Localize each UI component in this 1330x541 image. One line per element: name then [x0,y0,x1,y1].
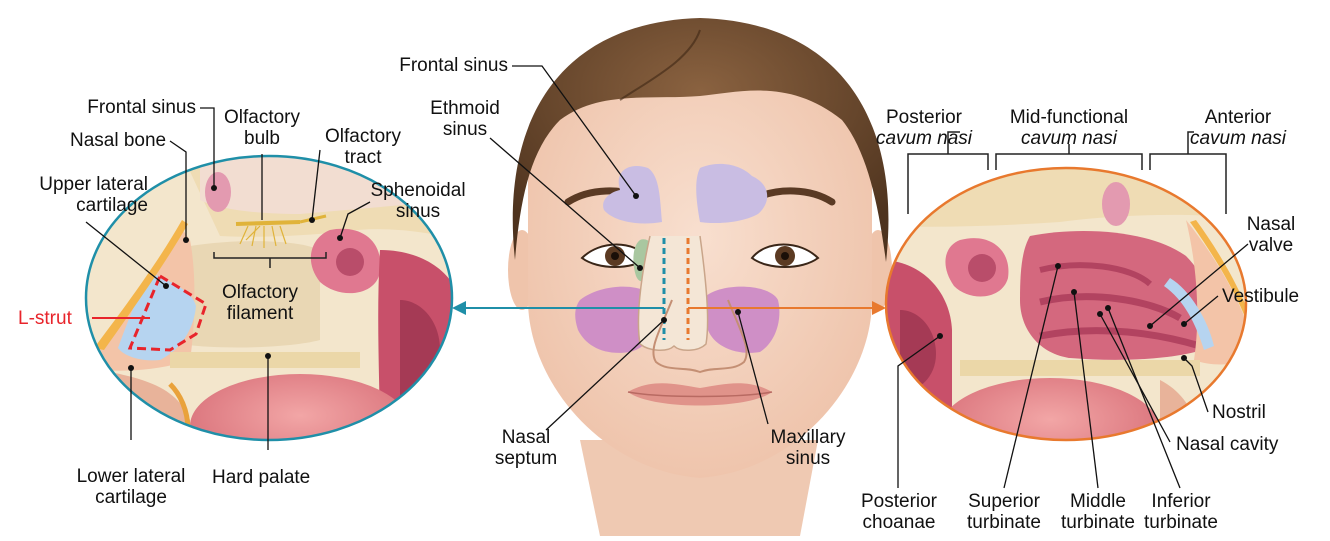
label-sphenoidal-sinus: Sphenoidal sinus [366,180,470,222]
label-posterior-cavum-nasi: Posterior cavum nasi [868,107,980,149]
label-maxillary-sinus: Maxillary sinus [758,427,858,469]
label-inferior-turbinate: Inferior turbinate [1134,491,1228,533]
label-left-frontal-sinus: Frontal sinus [60,97,196,118]
label-olfactory-bulb: Olfactory bulb [212,107,312,149]
nasal-cavity-outline [638,236,707,350]
label-mid-functional-cavum-nasi: Mid-functional cavum nasi [996,107,1142,149]
label-nostril: Nostril [1212,402,1266,423]
label-hard-palate: Hard palate [212,467,310,488]
right-sagittal-view [880,132,1260,482]
arrow-left-head [452,301,466,315]
label-nasal-valve: Nasal valve [1236,214,1306,256]
label-nasal-septum: Nasal septum [490,427,562,469]
label-ethmoid-sinus: Ethmoid sinus [420,98,510,140]
label-middle-turbinate: Middle turbinate [1052,491,1144,533]
label-upper-lateral-cartilage: Upper lateral cartilage [14,174,148,216]
label-olfactory-tract: Olfactory tract [318,126,408,168]
label-anterior-cavum-nasi: Anterior cavum nasi [1176,107,1300,149]
label-superior-turbinate: Superior turbinate [956,491,1052,533]
label-lower-lateral-cartilage: Lower lateral cartilage [66,466,196,508]
label-vestibule: Vestibule [1222,286,1299,307]
label-nasal-cavity: Nasal cavity [1176,434,1278,455]
label-l-strut: L-strut [18,308,72,329]
label-posterior-choanae: Posterior choanae [852,491,946,533]
label-nasal-bone: Nasal bone [70,130,166,151]
label-center-frontal-sinus: Frontal sinus [374,55,508,76]
label-olfactory-filament: Olfactory filament [208,282,312,324]
